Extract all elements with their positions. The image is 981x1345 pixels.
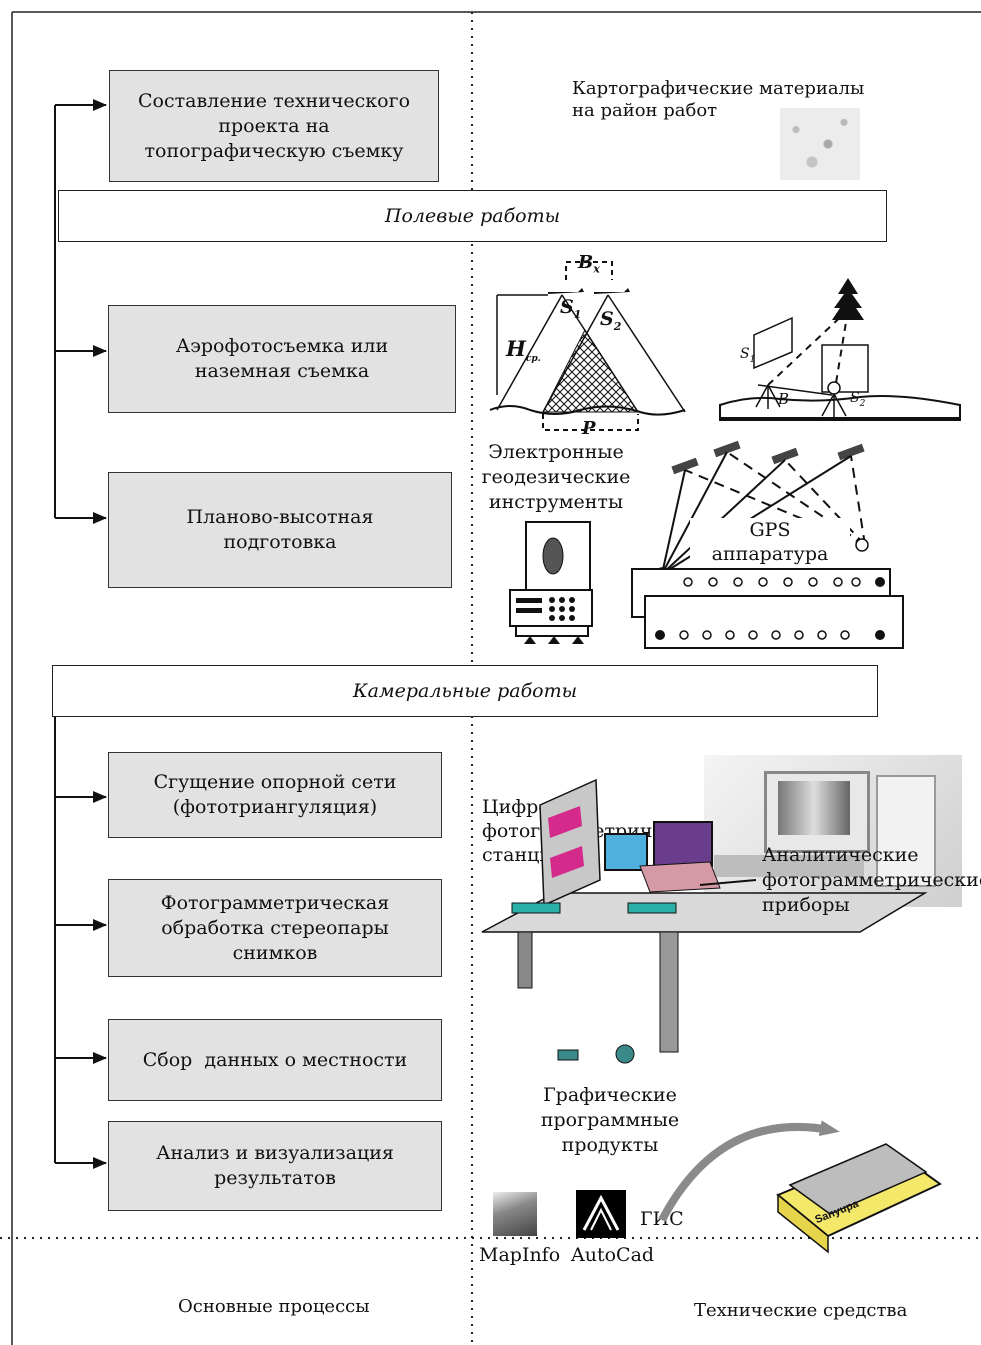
box-control-prep: Планово-высотная подготовка xyxy=(108,472,452,588)
autocad-icon xyxy=(576,1190,626,1238)
box-control-prep-label: Планово-высотная подготовка xyxy=(186,506,374,553)
digital-stations-label: Цифровые фотограмметрические станции xyxy=(482,795,710,867)
mapinfo-label-text: MapInfo xyxy=(479,1244,561,1266)
label-s2-sub: 2 xyxy=(613,319,622,333)
analytic-devices-label-text: Аналитические фотограмметрические прибор… xyxy=(762,844,981,916)
graphic-software-label-text: Графические программные продукты xyxy=(540,1084,680,1156)
analytic-devices-label: Аналитические фотограмметрические прибор… xyxy=(762,843,981,918)
label-ground-s2-sub: 2 xyxy=(859,398,866,409)
autocad-label-text: AutoCad xyxy=(571,1244,655,1266)
box-compose-project-label: Составление технического проекта на топо… xyxy=(137,89,411,162)
label-p-main: P xyxy=(582,418,596,439)
label-ground-b-main: B xyxy=(778,390,790,408)
box-aerial-survey-label: Аэрофотосъемка или наземная съемка xyxy=(175,335,389,382)
label-s2: S2 xyxy=(600,308,621,333)
mapinfo-icon xyxy=(493,1192,537,1236)
label-ground-s2: S2 xyxy=(850,390,865,409)
workstation-screen xyxy=(778,781,850,835)
graphic-software-label: Графические программные продукты xyxy=(540,1083,680,1158)
gps-label-text: GPS аппаратура xyxy=(711,519,829,565)
maps-label-text: Картографические материалы на район рабо… xyxy=(572,78,865,121)
label-s1-main: S xyxy=(560,296,574,318)
band-field-work: Полевые работы xyxy=(58,190,887,242)
map-thumbnail xyxy=(780,108,860,180)
footer-right: Технические средства xyxy=(694,1300,907,1321)
maps-label: Картографические материалы на район рабо… xyxy=(572,78,882,122)
label-ground-s1-main: S xyxy=(740,346,750,362)
gis-label-text: ГИС xyxy=(640,1208,684,1230)
label-bx: Bx xyxy=(578,252,600,276)
box-stereo-processing-label: Фотограмметрическая обработка стереопары… xyxy=(160,891,390,964)
label-ground-s1: S1 xyxy=(740,346,755,365)
band-office-work: Камеральные работы xyxy=(52,665,878,717)
band-field-work-label: Полевые работы xyxy=(384,205,561,227)
label-bx-sub: x xyxy=(593,262,600,276)
footer-right-text: Технические средства xyxy=(694,1300,908,1321)
label-ground-b: B xyxy=(778,390,789,408)
label-p: P xyxy=(582,418,596,439)
label-h-main: H xyxy=(506,336,526,361)
label-h: Hср. xyxy=(506,336,541,364)
box-data-collection-label: Сбор данных о местности xyxy=(142,1048,408,1071)
label-s1-sub: 1 xyxy=(573,307,582,321)
workstation-keyboard xyxy=(714,855,864,877)
gps-label: GPS аппаратура xyxy=(690,518,850,566)
band-office-work-label: Камеральные работы xyxy=(352,680,578,702)
box-aerial-survey: Аэрофотосъемка или наземная съемка xyxy=(108,305,456,413)
label-ground-s2-main: S xyxy=(850,390,860,406)
label-s2-main: S xyxy=(600,308,614,330)
mapinfo-label: MapInfo xyxy=(479,1244,560,1266)
box-analysis: Анализ и визуализация результатов xyxy=(108,1121,442,1211)
workstation-tower xyxy=(876,775,936,887)
box-densification-label: Сгущение опорной сети (фототриангуляция) xyxy=(153,771,397,818)
label-h-sub: ср. xyxy=(525,354,541,365)
instruments-label: Электронные геодезические инструменты xyxy=(481,440,631,515)
box-compose-project: Составление технического проекта на топо… xyxy=(109,70,439,182)
gis-label: ГИС xyxy=(640,1208,684,1230)
box-densification: Сгущение опорной сети (фототриангуляция) xyxy=(108,752,442,838)
box-data-collection: Сбор данных о местности xyxy=(108,1019,442,1101)
label-s1: S1 xyxy=(560,296,581,321)
label-ground-s1-sub: 1 xyxy=(749,354,756,365)
digital-stations-label-text: Цифровые фотограмметрические станции xyxy=(482,796,711,866)
autocad-label: AutoCad xyxy=(571,1244,654,1266)
instruments-label-text: Электронные геодезические инструменты xyxy=(481,441,631,513)
box-analysis-label: Анализ и визуализация результатов xyxy=(156,1142,394,1189)
box-stereo-processing: Фотограмметрическая обработка стереопары… xyxy=(108,879,442,977)
label-bx-main: B xyxy=(578,252,594,273)
footer-left: Основные процессы xyxy=(178,1296,370,1317)
footer-left-text: Основные процессы xyxy=(178,1296,370,1317)
